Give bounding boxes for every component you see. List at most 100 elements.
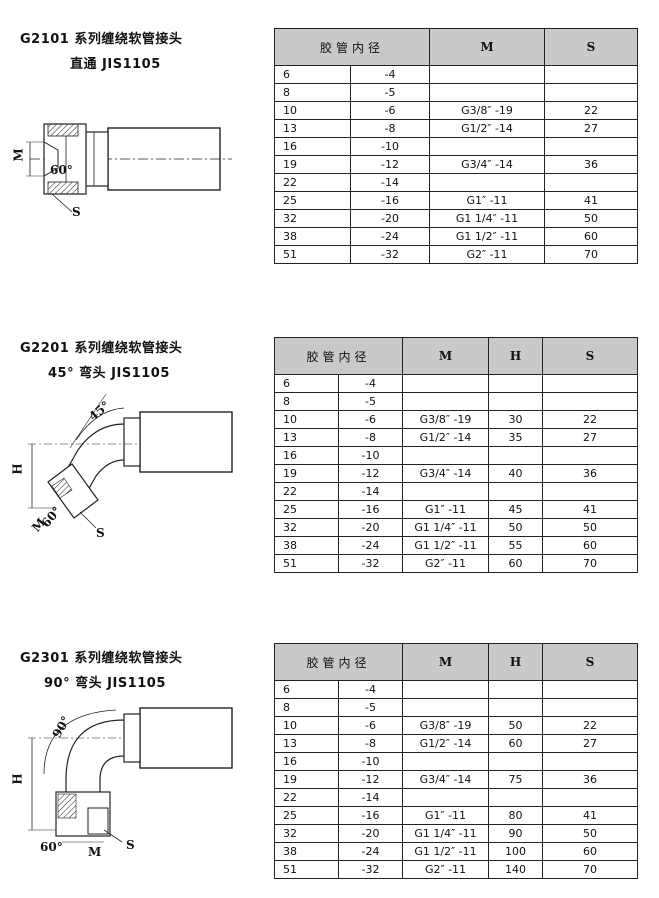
cell-s: 50 xyxy=(542,824,639,843)
cell-size: 8 xyxy=(274,698,339,717)
cell-dash: -12 xyxy=(337,770,404,789)
cell-h xyxy=(488,482,544,501)
cell-m: G1/2″ -14 xyxy=(429,119,546,138)
cell-s xyxy=(542,680,639,699)
cell-size: 19 xyxy=(274,770,339,789)
cell-dash: -5 xyxy=(349,83,431,102)
cell-size: 10 xyxy=(274,716,339,735)
cell-m: G1″ -11 xyxy=(429,191,546,210)
section1-m-label: M xyxy=(11,148,26,162)
cell-m: G2″ -11 xyxy=(402,554,490,573)
section2-h-label: H xyxy=(10,463,25,475)
cell-m: G3/4″ -14 xyxy=(429,155,546,174)
m-header: M xyxy=(402,643,490,681)
cell-size: 16 xyxy=(274,752,339,771)
cell-dash: -8 xyxy=(337,428,404,447)
cell-s: 41 xyxy=(544,191,639,210)
section3-m-label: M xyxy=(88,845,102,859)
cell-dash: -10 xyxy=(337,752,404,771)
cell-size: 38 xyxy=(274,842,339,861)
cell-h: 140 xyxy=(488,860,544,879)
section1-title-line2: 直通 JIS1105 xyxy=(70,57,161,72)
m-header: M xyxy=(402,337,490,375)
cell-m xyxy=(429,65,546,84)
cell-dash: -20 xyxy=(337,518,404,537)
cell-m: G1 1/2″ -11 xyxy=(402,842,490,861)
cell-m: G1 1/4″ -11 xyxy=(402,518,490,537)
cell-s xyxy=(544,137,639,156)
cell-s xyxy=(542,752,639,771)
cell-h: 100 xyxy=(488,842,544,861)
cell-s: 22 xyxy=(542,410,639,429)
s-header: S xyxy=(542,337,639,375)
cell-size: 38 xyxy=(274,536,339,555)
cell-dash: -16 xyxy=(349,191,431,210)
cell-h xyxy=(488,680,544,699)
cell-m: G3/4″ -14 xyxy=(402,464,490,483)
cell-s: 36 xyxy=(542,464,639,483)
cell-m xyxy=(402,680,490,699)
cell-m: G3/8″ -19 xyxy=(402,716,490,735)
cell-s: 70 xyxy=(542,554,639,573)
section3-title-line2: 90° 弯头 JIS1105 xyxy=(44,676,166,691)
cell-size: 6 xyxy=(274,680,339,699)
cell-s: 60 xyxy=(542,536,639,555)
cell-dash: -24 xyxy=(349,227,431,246)
section3-h-label: H xyxy=(10,773,25,785)
cell-h: 45 xyxy=(488,500,544,519)
cell-dash: -5 xyxy=(337,392,404,411)
cell-size: 13 xyxy=(274,734,339,753)
cell-s: 41 xyxy=(542,806,639,825)
cell-dash: -5 xyxy=(337,698,404,717)
cell-s xyxy=(544,65,639,84)
cell-h: 80 xyxy=(488,806,544,825)
cell-size: 13 xyxy=(274,428,339,447)
cell-h: 60 xyxy=(488,734,544,753)
cell-m: G3/4″ -14 xyxy=(402,770,490,789)
table-row: 6-4 xyxy=(274,374,639,393)
cell-size: 22 xyxy=(274,173,351,192)
cell-dash: -24 xyxy=(337,842,404,861)
cell-dash: -4 xyxy=(337,374,404,393)
cell-size: 13 xyxy=(274,119,351,138)
cell-dash: -16 xyxy=(337,806,404,825)
cell-size: 19 xyxy=(274,464,339,483)
cell-dash: -14 xyxy=(337,482,404,501)
cell-s: 36 xyxy=(544,155,639,174)
cell-size: 51 xyxy=(274,554,339,573)
cell-size: 32 xyxy=(274,824,339,843)
cell-s xyxy=(542,698,639,717)
cell-h: 30 xyxy=(488,410,544,429)
table-row: 22-14 xyxy=(274,482,639,501)
section3-s-label: S xyxy=(126,838,135,852)
section2-s-label: S xyxy=(96,526,105,540)
cell-s: 27 xyxy=(544,119,639,138)
cell-h: 90 xyxy=(488,824,544,843)
hose-id-header: 胶管内径 xyxy=(273,643,404,681)
table-row: 22-14 xyxy=(274,173,639,192)
cell-s: 70 xyxy=(542,860,639,879)
cell-m: G1 1/4″ -11 xyxy=(402,824,490,843)
table-row: 6-4 xyxy=(274,680,639,699)
cell-size: 25 xyxy=(274,500,339,519)
cell-m: G1 1/2″ -11 xyxy=(402,536,490,555)
cell-s: 41 xyxy=(542,500,639,519)
cell-size: 10 xyxy=(274,101,351,120)
cell-s: 36 xyxy=(542,770,639,789)
cell-m: G2″ -11 xyxy=(429,245,546,264)
cell-m: G1/2″ -14 xyxy=(402,734,490,753)
m-header: M xyxy=(429,28,546,66)
cell-m xyxy=(429,83,546,102)
cell-m: G1/2″ -14 xyxy=(402,428,490,447)
